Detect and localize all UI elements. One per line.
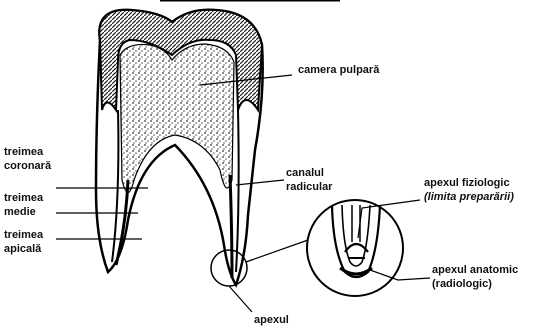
label-apexul: apexul [254,314,289,326]
label-treimea-coronara-line1: treimea [4,146,43,158]
label-apexul-fiziologic-line1: apexul fiziologic [424,177,510,189]
magnified-apex-circle [307,200,403,296]
magnifier-connector [246,240,308,262]
leader-apexul [229,286,252,312]
label-canalul-radicular-line2: radicular [286,181,332,193]
label-treimea-apicala-line2: apicală [4,243,41,255]
label-apexul-anatomic-line1: apexul anatomic [432,264,518,276]
label-treimea-medie-line1: treimea [4,192,43,204]
label-apexul-anatomic-line2: (radiologic) [432,278,492,290]
label-apexul-fiziologic-line2: (limita preparării) [424,191,514,203]
label-treimea-apicala-line1: treimea [4,229,43,241]
label-canalul-radicular-line1: canalul [286,167,324,179]
label-camera-pulpara: camera pulpară [298,64,379,76]
label-treimea-coronara-line2: coronară [4,160,51,172]
label-treimea-medie-line2: medie [4,206,36,218]
